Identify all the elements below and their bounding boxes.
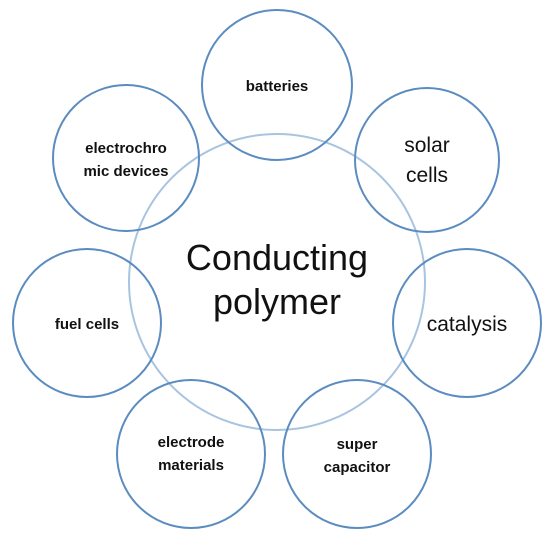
node-super-capacitor-label-line2: capacitor [324, 459, 391, 476]
node-catalysis-label: catalysis [427, 313, 508, 336]
node-catalysis-circle [392, 248, 542, 398]
node-electrode-materials: electrode materials [116, 379, 266, 529]
node-batteries-label: batteries [246, 78, 309, 95]
node-super-capacitor: super capacitor [282, 379, 432, 529]
node-batteries-circle [201, 9, 353, 161]
node-electrochromic-devices-circle [52, 84, 200, 232]
node-electrode-materials-label-line1: electrode [158, 434, 225, 451]
center-label-line2: polymer [213, 281, 341, 322]
node-batteries: batteries [201, 9, 353, 161]
center-label-line1: Conducting [186, 237, 368, 278]
node-electrochromic-devices-label-line1: electrochro [85, 140, 167, 157]
node-fuel-cells-circle [12, 248, 162, 398]
node-solar-cells: solar cells [354, 87, 500, 233]
center-circle [128, 133, 426, 431]
node-super-capacitor-circle [282, 379, 432, 529]
node-super-capacitor-label-line1: super [337, 436, 378, 453]
node-fuel-cells: fuel cells [12, 248, 162, 398]
node-catalysis: catalysis [392, 248, 542, 398]
node-electrochromic-devices: electrochro mic devices [52, 84, 200, 232]
node-solar-cells-label-line1: solar [404, 134, 450, 157]
node-solar-cells-label-line2: cells [406, 164, 448, 187]
node-electrochromic-devices-label-line2: mic devices [83, 163, 168, 180]
node-electrode-materials-circle [116, 379, 266, 529]
node-electrode-materials-label-line2: materials [158, 457, 224, 474]
node-solar-cells-circle [354, 87, 500, 233]
node-fuel-cells-label: fuel cells [55, 316, 119, 333]
